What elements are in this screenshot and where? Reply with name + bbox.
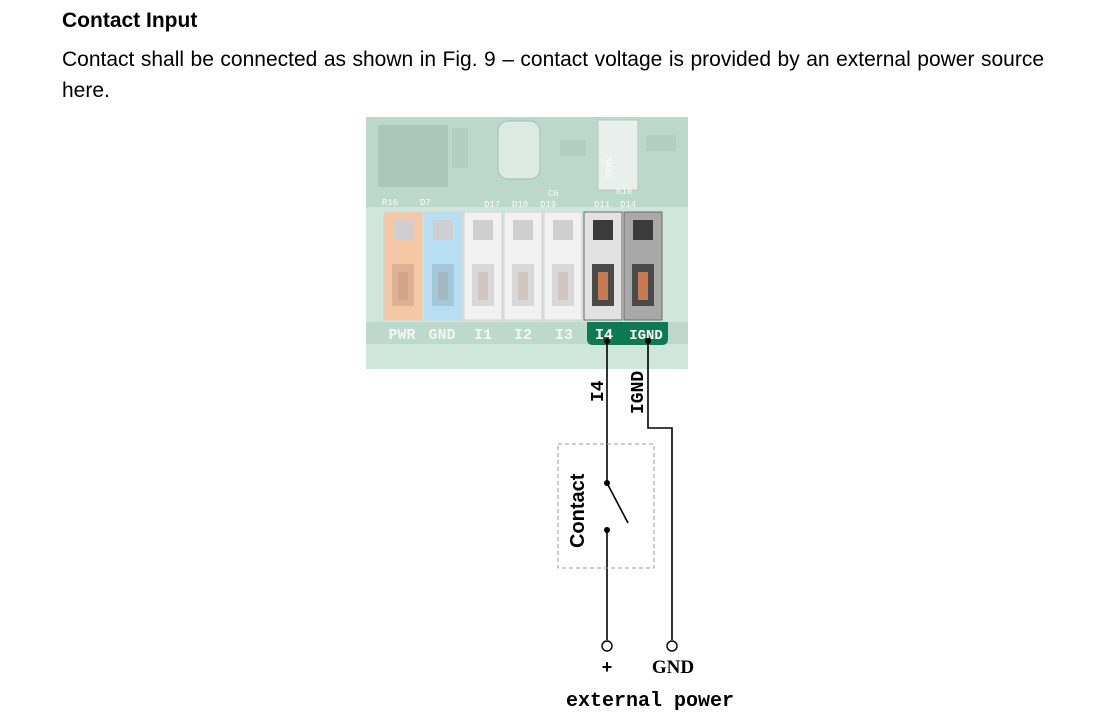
terminal-block-i4: [583, 211, 623, 321]
terminal-block-ignd: [623, 211, 663, 321]
pcb-mark: D7: [420, 198, 431, 208]
pcb-mark: D17: [484, 200, 500, 210]
contact-points: [604, 338, 651, 533]
terminal-blocks: [383, 211, 663, 321]
pcb-mark: D14: [620, 200, 636, 210]
wire-ignd: [647, 341, 673, 640]
wires: [606, 341, 673, 640]
switch-lever: [606, 482, 629, 524]
terminal-label-ignd: IGND: [629, 328, 663, 344]
switch-pivot: [604, 480, 610, 486]
pcb-mark: SERV: [605, 156, 615, 178]
terminal-label-i1: I1: [474, 327, 492, 344]
terminal-block-gnd: [423, 211, 463, 321]
source-terminal-plus: [601, 640, 613, 652]
pcb-component: [452, 128, 468, 168]
terminal-dot-i4: [604, 338, 610, 344]
terminal-label-pwr: PWR: [388, 327, 415, 344]
pcb-mark: D11: [594, 200, 610, 210]
pcb-component: [646, 135, 676, 151]
terminal-block-pwr: [383, 211, 423, 321]
terminal-dot-ignd: [645, 338, 651, 344]
terminal-label-i3: I3: [555, 327, 573, 344]
gnd-label: GND: [652, 657, 694, 678]
contact-label: Contact: [567, 473, 589, 548]
terminal-label-i4: I4: [595, 327, 613, 344]
switch-contact: [604, 527, 610, 533]
pcb-mark: C6: [548, 189, 559, 199]
terminal-label-i2: I2: [514, 327, 532, 344]
pcb-mark: D19: [540, 200, 556, 210]
wire-label-i4: I4: [589, 380, 609, 402]
source-label: external power: [566, 690, 734, 713]
pcb-mark: D18: [512, 200, 528, 210]
pcb-mark: R18: [616, 187, 632, 197]
source-terminals: [601, 640, 678, 652]
source-terminal-gnd: [666, 640, 678, 652]
pcb-chip: [378, 125, 448, 187]
terminal-block-i1: [463, 211, 503, 321]
plus-label: +: [602, 659, 613, 679]
pcb-crystal: [497, 120, 541, 180]
pcb-component: [560, 140, 586, 156]
terminal-block-i3: [543, 211, 583, 321]
section-paragraph: Contact shall be connected as shown in F…: [62, 48, 1044, 102]
pcb-mark: R16: [382, 198, 398, 208]
terminal-labels: PWR GND I1 I2 I3 I4 IGND: [388, 327, 662, 344]
terminal-label-gnd: GND: [428, 327, 455, 344]
pcb-marks: R16 D7 D17 D18 D19 D11 D14 C6 R18 SERV: [382, 156, 636, 210]
contact-box: [557, 443, 655, 569]
section-heading: Contact Input: [62, 9, 198, 32]
wire-label-ignd: IGND: [629, 371, 649, 414]
pcb-switch: [597, 119, 639, 191]
terminal-block-i2: [503, 211, 543, 321]
